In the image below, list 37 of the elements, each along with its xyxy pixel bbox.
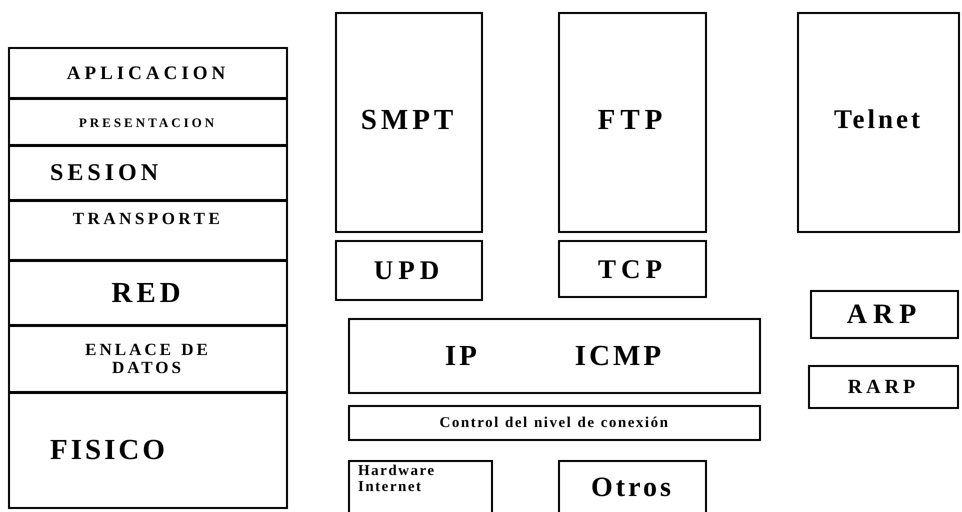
layer-label: Hardware Internet — [358, 464, 437, 496]
layer-label: UPD — [374, 257, 444, 284]
layer-label: Control del nivel de conexión — [440, 416, 670, 430]
layer-label: PRESENTACION — [78, 116, 218, 128]
layer-label: TRANSPORTE — [72, 210, 224, 227]
layer-box — [558, 12, 707, 233]
layer-label: ARP — [846, 300, 922, 328]
layer-label: Telnet — [834, 106, 923, 133]
layer-label: RARP — [848, 377, 920, 397]
layer-box — [558, 460, 707, 512]
layer-box — [8, 98, 288, 146]
layer-box — [8, 200, 288, 261]
layer-box — [348, 405, 761, 441]
layer-label: FTP — [598, 106, 668, 135]
layer-box — [335, 240, 483, 301]
layer-label: RED — [111, 278, 185, 308]
layer-label: SMPT — [360, 106, 458, 135]
layer-label: SESION — [50, 161, 162, 185]
layer-box — [8, 392, 288, 509]
layer-box — [808, 365, 959, 409]
layer-box — [8, 145, 288, 201]
layer-box — [810, 290, 959, 339]
layer-box — [8, 325, 288, 393]
layer-box — [335, 12, 483, 233]
layer-box — [348, 318, 761, 394]
layer-label: ENLACE DE DATOS — [84, 341, 212, 377]
layer-box — [348, 460, 493, 512]
layer-label: APLICACION — [66, 64, 230, 82]
layer-label: ICMP — [574, 342, 664, 370]
layer-label: FISICO — [50, 436, 168, 465]
layer-box — [8, 47, 288, 99]
layer-label: IP — [444, 342, 480, 370]
layer-box — [8, 260, 288, 326]
layer-box — [558, 240, 707, 298]
layer-box — [797, 12, 960, 233]
layer-label: TCP — [598, 256, 667, 282]
layer-label: Otros — [591, 474, 674, 502]
